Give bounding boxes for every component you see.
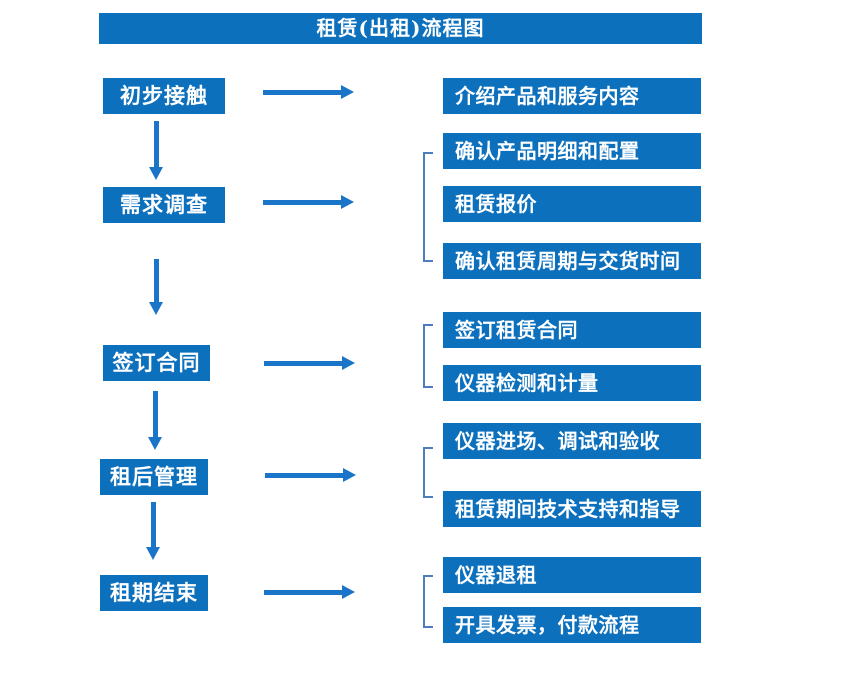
group-bracket-step4 xyxy=(423,447,433,498)
step-box-1: 初步接触 xyxy=(103,78,225,114)
down-arrow-head xyxy=(149,167,163,180)
down-arrow-icon xyxy=(146,502,160,560)
group-bracket-step5 xyxy=(423,575,433,628)
output-box-4-2: 租赁期间技术支持和指导 xyxy=(443,491,701,527)
down-arrow-icon xyxy=(148,391,162,450)
down-arrow-head xyxy=(149,302,163,315)
right-arrow-icon xyxy=(263,195,354,209)
title-bar: 租赁(出租)流程图 xyxy=(99,13,702,44)
right-arrow-head xyxy=(341,195,354,209)
down-arrow-head xyxy=(148,437,162,450)
down-arrow-shaft xyxy=(153,121,159,167)
right-arrow-icon xyxy=(263,85,354,99)
right-arrow-shaft xyxy=(264,360,342,366)
down-arrow-icon xyxy=(149,121,163,180)
right-arrow-icon xyxy=(264,585,355,599)
right-arrow-icon xyxy=(265,468,356,482)
right-arrow-shaft xyxy=(263,89,341,95)
page-title: 租赁(出租)流程图 xyxy=(316,16,485,40)
right-arrow-icon xyxy=(264,356,355,370)
right-arrow-shaft xyxy=(264,589,342,595)
right-arrow-head xyxy=(341,85,354,99)
output-box-2-3: 确认租赁周期与交货时间 xyxy=(443,243,701,279)
output-box-1-1: 介绍产品和服务内容 xyxy=(443,78,701,114)
step-box-5: 租期结束 xyxy=(100,575,208,611)
down-arrow-shaft xyxy=(150,502,156,547)
step-box-2: 需求调查 xyxy=(103,187,225,223)
output-box-2-1: 确认产品明细和配置 xyxy=(443,133,701,169)
down-arrow-shaft xyxy=(152,391,158,437)
down-arrow-icon xyxy=(149,259,163,315)
right-arrow-head xyxy=(342,356,355,370)
output-box-3-2: 仪器检测和计量 xyxy=(443,365,701,401)
right-arrow-shaft xyxy=(265,472,343,478)
right-arrow-shaft xyxy=(263,199,341,205)
down-arrow-shaft xyxy=(153,259,159,302)
output-box-2-2: 租赁报价 xyxy=(443,186,701,222)
right-arrow-head xyxy=(342,585,355,599)
right-arrow-head xyxy=(343,468,356,482)
output-box-5-1: 仪器退租 xyxy=(443,557,701,593)
group-bracket-step3 xyxy=(423,324,433,388)
output-box-4-1: 仪器进场、调试和验收 xyxy=(443,423,701,459)
output-box-5-2: 开具发票，付款流程 xyxy=(443,607,701,643)
output-box-3-1: 签订租赁合同 xyxy=(443,312,701,348)
step-box-4: 租后管理 xyxy=(100,459,208,495)
down-arrow-head xyxy=(146,547,160,560)
step-box-3: 签订合同 xyxy=(103,345,210,381)
group-bracket-step2 xyxy=(423,152,433,262)
